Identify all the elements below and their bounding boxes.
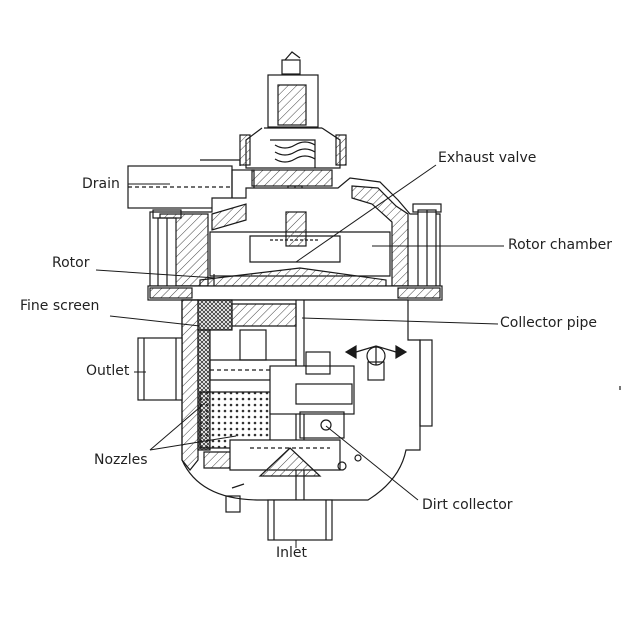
label-outlet: Outlet <box>86 363 130 379</box>
rotor-chamber <box>209 211 391 277</box>
label-exhaust-valve: Exhaust valve <box>438 150 537 166</box>
leader-dirt-collector <box>325 425 419 501</box>
dirt-collector <box>229 439 362 477</box>
label-inlet: Inlet <box>276 545 307 561</box>
outlet-pipe <box>137 337 183 401</box>
leader-exhaust-valve <box>295 164 437 263</box>
inlet-pipe <box>225 495 333 541</box>
label-drain: Drain <box>82 176 120 192</box>
label-rotor: Rotor <box>52 255 90 271</box>
collector-pipe-assembly <box>269 300 433 520</box>
label-fine-screen: Fine screen <box>20 298 100 314</box>
label-nozzles: Nozzles <box>94 452 148 468</box>
leader-nozzles-2 <box>149 435 237 451</box>
flange-band <box>147 285 443 301</box>
leader-rotor <box>95 269 217 279</box>
label-collector-pipe: Collector pipe <box>500 315 597 331</box>
leader-lines <box>95 164 504 548</box>
leader-nozzles-1 <box>149 401 207 451</box>
label-rotor-chamber: Rotor chamber <box>508 237 612 253</box>
label-dirt-collector: Dirt collector <box>422 497 513 513</box>
pilot-housing <box>239 51 347 247</box>
leader-collector-pipe <box>301 317 499 325</box>
leader-fine-screen <box>109 315 201 327</box>
